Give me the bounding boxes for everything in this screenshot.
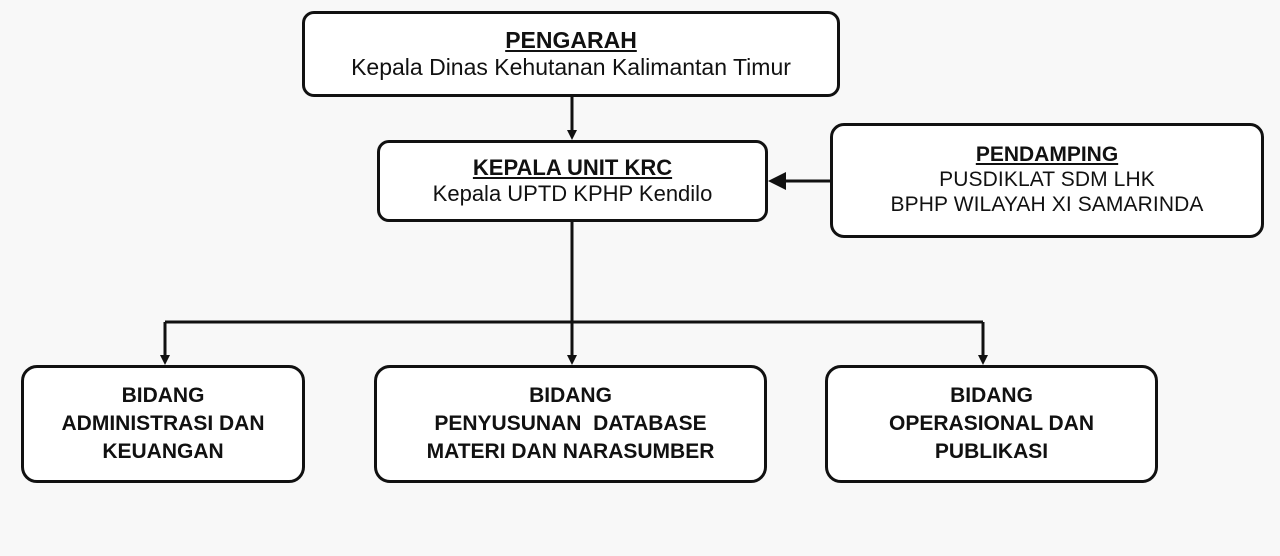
node-bidang-0-line-2: ADMINISTRASI DAN [61, 412, 265, 436]
node-bidang-2-line-1: BIDANG [950, 384, 1033, 408]
node-pengarah-title: PENGARAH [505, 26, 637, 53]
node-bidang-2-line-2: OPERASIONAL DAN [889, 412, 1094, 436]
node-bidang-2-line-3: PUBLIKASI [934, 439, 1049, 463]
node-pendamping-line-2: BPHP WILAYAH XI SAMARINDA [890, 192, 1204, 216]
node-bidang-administrasi-dan-keuangan[interactable]: BIDANG ADMINISTRASI DAN KEUANGAN [21, 365, 305, 483]
node-bidang-operasional-dan-publikasi[interactable]: BIDANG OPERASIONAL DAN PUBLIKASI [825, 365, 1158, 483]
node-pendamping-title: PENDAMPING [975, 143, 1119, 167]
node-kepala-unit-krc-subtitle: Kepala UPTD KPHP Kendilo [432, 181, 713, 206]
node-bidang-penyusunan-database-materi-dan-narasumber[interactable]: BIDANG PENYUSUNAN DATABASE MATERI DAN NA… [374, 365, 767, 483]
connector-kepala-unit-to-bidang [160, 222, 988, 365]
node-bidang-1-line-2: PENYUSUNAN DATABASE [434, 412, 707, 436]
node-kepala-unit-krc[interactable]: KEPALA UNIT KRC Kepala UPTD KPHP Kendilo [377, 140, 768, 222]
node-pendamping[interactable]: PENDAMPING PUSDIKLAT SDM LHK BPHP WILAYA… [830, 123, 1264, 238]
node-pengarah[interactable]: PENGARAH Kepala Dinas Kehutanan Kalimant… [302, 11, 840, 97]
node-pendamping-line-1: PUSDIKLAT SDM LHK [939, 168, 1155, 192]
connector-pendamping-to-kepala-unit [768, 172, 830, 190]
node-bidang-0-line-3: KEUANGAN [102, 439, 224, 463]
node-bidang-1-line-1: BIDANG [529, 384, 612, 408]
node-bidang-1-line-3: MATERI DAN NARASUMBER [426, 439, 715, 463]
node-pengarah-subtitle: Kepala Dinas Kehutanan Kalimantan Timur [351, 54, 791, 80]
node-kepala-unit-krc-title: KEPALA UNIT KRC [472, 155, 673, 181]
node-bidang-0-line-1: BIDANG [121, 384, 205, 408]
